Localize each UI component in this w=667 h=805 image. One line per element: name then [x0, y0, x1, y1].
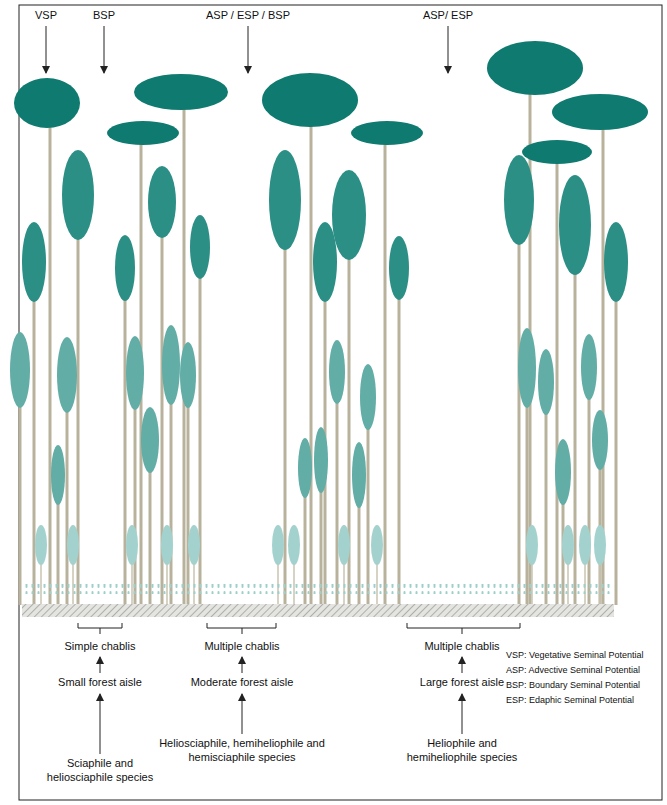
tree-trunk	[19, 406, 22, 605]
ground	[22, 604, 614, 617]
tree-crown	[352, 442, 366, 508]
chablis-label: Simple chablis	[45, 640, 155, 654]
tree-crown	[180, 342, 196, 408]
tree-crown	[332, 170, 366, 260]
tree-crown	[559, 175, 591, 275]
tree-trunk	[187, 406, 190, 605]
sapling-crown	[161, 525, 173, 565]
tree-crown	[269, 150, 301, 250]
tree-trunk	[574, 273, 577, 605]
tree-crown	[504, 155, 534, 245]
sapling-crown	[288, 525, 300, 565]
tree-crown	[51, 445, 65, 505]
tree-trunk	[124, 299, 127, 605]
chablis-label: Multiple chablis	[187, 640, 297, 654]
tree-trunk	[384, 143, 387, 605]
tree-crown	[190, 215, 210, 279]
legend-text: ASP: Advective Seminal Potential	[506, 665, 640, 676]
tree-trunk	[134, 408, 137, 605]
sapling-crown	[188, 525, 200, 565]
sapling-crown	[272, 525, 284, 565]
sapling-crown	[371, 525, 383, 565]
tree-crown	[107, 121, 179, 145]
species-label: Heliophile and hemiheliophile species	[392, 737, 532, 765]
trees	[10, 41, 648, 605]
tree-crown	[314, 427, 328, 493]
tree-crown	[555, 439, 571, 505]
tree-crown	[14, 78, 80, 128]
tree-crown	[141, 407, 159, 473]
tree-crown	[10, 332, 30, 408]
tree-trunk	[398, 298, 401, 605]
tree-trunk	[49, 126, 52, 605]
tree-trunk	[170, 403, 173, 605]
sapling-crown	[579, 525, 591, 565]
tree-trunk	[588, 398, 591, 605]
sapling-crown	[67, 525, 79, 565]
tree-crown	[522, 140, 592, 164]
canopy-gap-label: ASP / ESP / BSP	[193, 9, 303, 23]
forest-aisle-label: Small forest aisle	[40, 676, 160, 690]
chablis-label: Multiple chablis	[407, 640, 517, 654]
chablis-brackets	[78, 623, 520, 634]
tree-crown	[351, 121, 423, 145]
tree-crown	[298, 438, 312, 498]
tree-trunk	[284, 248, 287, 605]
tree-crown	[487, 41, 583, 95]
tree-trunk	[526, 406, 529, 605]
tree-crown	[62, 150, 94, 240]
tree-crown	[57, 337, 77, 413]
tree-crown	[162, 325, 180, 405]
sapling-crown	[562, 525, 574, 565]
tree-crown	[134, 74, 228, 110]
sapling-crown	[526, 525, 538, 565]
tree-crown	[592, 410, 608, 470]
tree-crown	[115, 235, 135, 301]
tree-crown	[604, 222, 628, 302]
sapling-crown	[338, 525, 350, 565]
tree-crown	[22, 222, 46, 302]
tree-trunk	[556, 162, 559, 605]
tree-crown	[581, 334, 597, 400]
tree-crown	[552, 94, 648, 130]
sapling-crown	[126, 525, 138, 565]
canopy-gap-label: VSP	[26, 9, 66, 23]
canopy-gap-label: ASP/ ESP	[408, 9, 488, 23]
tree-crown	[262, 73, 358, 127]
tree-crown	[518, 328, 536, 408]
legend-text: BSP: Boundary Seminal Potential	[506, 680, 640, 691]
tree-crown	[126, 336, 144, 410]
species-label: Heliosciaphile, hemiheliophile and hemis…	[152, 737, 332, 765]
tree-crown	[389, 236, 409, 300]
sapling-crown	[35, 525, 47, 565]
sapling-crown	[594, 525, 606, 565]
tree-trunk	[310, 125, 313, 605]
frame	[19, 5, 662, 800]
tree-crown	[329, 340, 345, 404]
tree-trunk	[545, 413, 548, 605]
tree-trunk	[33, 300, 36, 605]
tree-trunk	[66, 411, 69, 605]
tree-trunk	[518, 243, 521, 605]
tree-trunk	[615, 300, 618, 605]
tree-crown	[538, 349, 554, 415]
tree-crown	[313, 222, 337, 302]
species-label: Sciaphile and heliosciaphile species	[33, 757, 167, 785]
tree-crown	[148, 166, 176, 238]
legend-text: ESP: Edaphic Seminal Potential	[506, 695, 634, 706]
tree-trunk	[367, 428, 370, 605]
legend-text: VSP: Vegetative Seminal Potential	[506, 650, 644, 661]
forest-aisle-label: Moderate forest aisle	[172, 676, 312, 690]
seedlings	[24, 584, 612, 594]
canopy-gap-label: BSP	[84, 9, 124, 23]
tree-trunk	[336, 402, 339, 605]
tree-crown	[360, 364, 376, 430]
top-arrows	[46, 26, 448, 73]
